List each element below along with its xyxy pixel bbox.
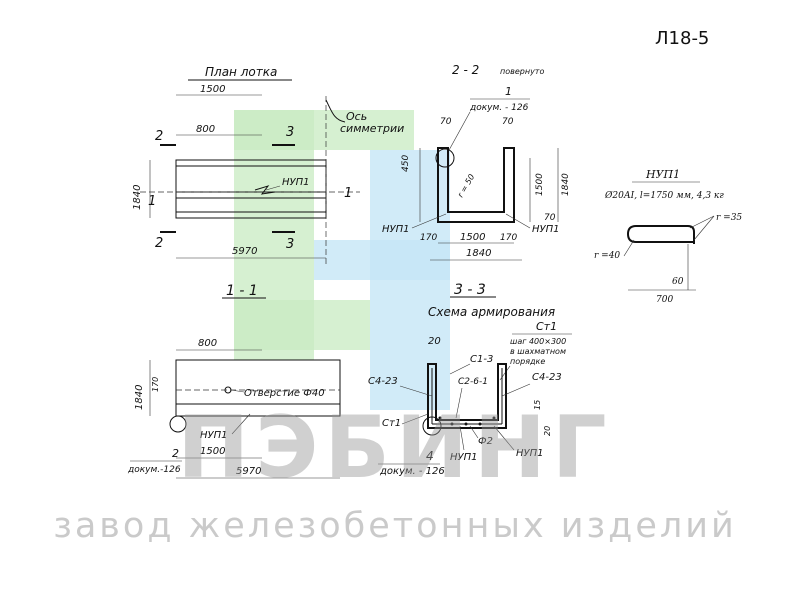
s11-callout-num: 2: [172, 447, 179, 460]
s33-nup-right: НУП1: [516, 448, 544, 459]
s33-title: 3 - 3: [454, 282, 486, 298]
s33-f2: Ф2: [478, 436, 493, 447]
plan-cut-3-bottom: 3: [286, 237, 294, 252]
s33-st1-left: Ст1: [382, 418, 401, 429]
nup-detail-title: НУП1: [645, 168, 680, 181]
plan-dim-1500: 1500: [200, 84, 225, 95]
s33-callout-num: 4: [426, 449, 434, 463]
s33-nup-mid: НУП1: [450, 452, 478, 463]
section-3-3: 3 - 3 Схема армирования Ст1 шаг 400×300 …: [368, 282, 572, 477]
section-2-2: 2 - 2 повернуто 1 докум. - 126 70 70 450…: [382, 63, 571, 261]
plan-cut-1-right: 1: [344, 186, 352, 201]
nup-detail-dim-700: 700: [656, 295, 673, 305]
s33-subtitle: Схема армирования: [428, 305, 555, 319]
s33-c261: С2-6-1: [458, 377, 488, 387]
watermark-tagline: завод железобетонных изделий: [53, 506, 737, 546]
watermark-logo-green-bot: [234, 300, 370, 350]
watermark-logo-green-top: [234, 110, 414, 150]
s33-dim-20: 20: [428, 336, 441, 347]
s22-dim-1840-bottom: 1840: [466, 248, 491, 259]
nup-detail-dim-60: 60: [672, 277, 684, 287]
s22-dim-1840-right: 1840: [561, 173, 571, 196]
s33-st1-top: Ст1: [536, 320, 557, 333]
plan-cut-1-left: 1: [148, 194, 156, 209]
s33-dim-15: 15: [533, 400, 542, 410]
s22-dim-1500: 1500: [535, 173, 545, 196]
watermark-brand: ПЭБИНГ: [177, 398, 613, 498]
s33-step-1: шаг 400×300: [510, 337, 566, 346]
s22-nup-right: НУП1: [532, 224, 560, 235]
s11-dim-170: 170: [151, 377, 160, 392]
s33-dim-20b: 20: [543, 426, 552, 436]
s11-nup: НУП1: [200, 430, 228, 441]
plan-cut-2-bottom: 2: [155, 236, 163, 251]
s33-callout-doc: докум. - 126: [379, 466, 445, 477]
s22-dim-70a: 70: [440, 117, 452, 127]
s22-dim-450: 450: [401, 155, 411, 172]
s22-dim-170a: 170: [420, 233, 437, 243]
s11-hole: Отверстие Ф40: [244, 388, 325, 399]
s11-callout-doc: докум.-126: [127, 465, 181, 475]
sheet-code: Л18-5: [655, 28, 710, 49]
s22-callout-num: 1: [505, 85, 512, 98]
plan-cut-3-top: 3: [286, 125, 294, 140]
plan-axis-label-2: симметрии: [340, 122, 404, 135]
s33-c423-left: С4-23: [368, 376, 398, 387]
s33-step-2: в шахматном: [510, 347, 566, 356]
s33-c13: С1-3: [470, 354, 493, 365]
plan-dim-5970: 5970: [232, 246, 257, 257]
s22-dim-170b: 170: [500, 233, 517, 243]
plan-cut-2-top: 2: [155, 129, 163, 144]
section-1-1: 1 - 1 800 Отверстие Ф40 1840 170 НУП1 15…: [127, 283, 341, 479]
s33-c423-right: С4-23: [532, 372, 562, 383]
s22-dim-70c: 70: [544, 213, 556, 223]
nup-detail: НУП1 Ø20АI, l=1750 мм, 4,3 кг r =35 r =4…: [594, 168, 742, 305]
plan-axis-label-1: Ось: [346, 110, 367, 123]
watermark-logo-blue-mid: [314, 240, 450, 280]
s22-radius: r = 50: [456, 173, 476, 199]
s11-dim-5970: 5970: [236, 466, 261, 477]
plan-view: План лотка 1500 800 2 3 НУП1 1840 1 1 2 …: [132, 65, 404, 265]
plan-nup-label: НУП1: [282, 177, 310, 188]
s33-step-3: порядке: [510, 357, 545, 366]
s11-dim-1840: 1840: [134, 385, 145, 410]
s11-dim-800: 800: [198, 338, 217, 349]
watermark-logo: [234, 110, 450, 410]
nup-detail-r35: r =35: [716, 213, 742, 223]
s11-dim-1500: 1500: [200, 446, 225, 457]
s22-title: 2 - 2: [452, 63, 479, 77]
nup-detail-r40: r =40: [594, 251, 620, 261]
s22-dim-1500b: 1500: [460, 232, 485, 243]
plan-dim-800: 800: [196, 124, 215, 135]
s11-title: 1 - 1: [226, 283, 258, 299]
plan-title: План лотка: [205, 65, 277, 79]
s22-dim-70b: 70: [502, 117, 514, 127]
s22-title-suffix: повернуто: [500, 67, 544, 76]
s22-callout-doc: докум. - 126: [469, 103, 529, 113]
s22-nup-left: НУП1: [382, 224, 410, 235]
nup-detail-spec: Ø20АI, l=1750 мм, 4,3 кг: [604, 190, 724, 201]
plan-dim-1840: 1840: [132, 185, 143, 210]
